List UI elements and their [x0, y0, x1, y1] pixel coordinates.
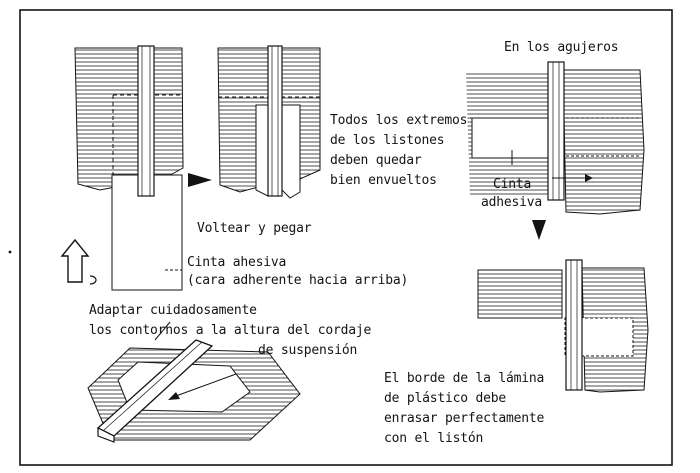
- label-todos-line-4: bien envueltos: [330, 173, 437, 188]
- label-borde-line-1: El borde de la lámina: [384, 371, 545, 386]
- label-cinta-ahesiva-line-2: (cara adherente hacia arriba): [187, 273, 409, 288]
- label-todos-line-3: deben quedar: [330, 153, 422, 168]
- stick-4: [565, 259, 583, 391]
- stick-2: [267, 45, 283, 197]
- label-adaptar-line-1: Adaptar cuidadosamente: [89, 303, 257, 318]
- panel-holes-top: [466, 61, 645, 215]
- panel-perspective: [87, 321, 301, 443]
- label-cinta-line-2: adhesiva: [481, 195, 543, 210]
- panel-2-board: [217, 45, 321, 199]
- arrow-down: [532, 220, 546, 240]
- label-todos-line-1: Todos los extremos: [330, 113, 468, 128]
- label-cinta-ahesiva-line-1: Cinta ahesiva: [187, 255, 287, 270]
- flip-arrow-icon: [60, 238, 90, 283]
- label-voltear-y-pegar: Voltear y pegar: [197, 221, 312, 236]
- panel-holes-bottom: [477, 259, 649, 393]
- stick-3: [547, 61, 565, 201]
- label-adaptar-line-3: de suspensión: [258, 343, 358, 358]
- label-adaptar-line-2: los contornos a la altura del cordaje: [89, 323, 372, 338]
- outer-border: [19, 9, 673, 466]
- label-todos-line-2: de los listones: [330, 133, 445, 148]
- label-borde-line-2: de plástico debe: [384, 391, 507, 406]
- label-borde-line-4: con el listón: [384, 431, 484, 446]
- panel-1-board: [74, 45, 184, 291]
- label-borde-line-3: enrasar perfectamente: [384, 411, 545, 426]
- stick-1: [137, 45, 155, 197]
- arrow-right: [188, 173, 212, 187]
- label-cinta-line-1: Cinta: [493, 177, 532, 192]
- label-en-los-agujeros: En los agujeros: [504, 40, 619, 55]
